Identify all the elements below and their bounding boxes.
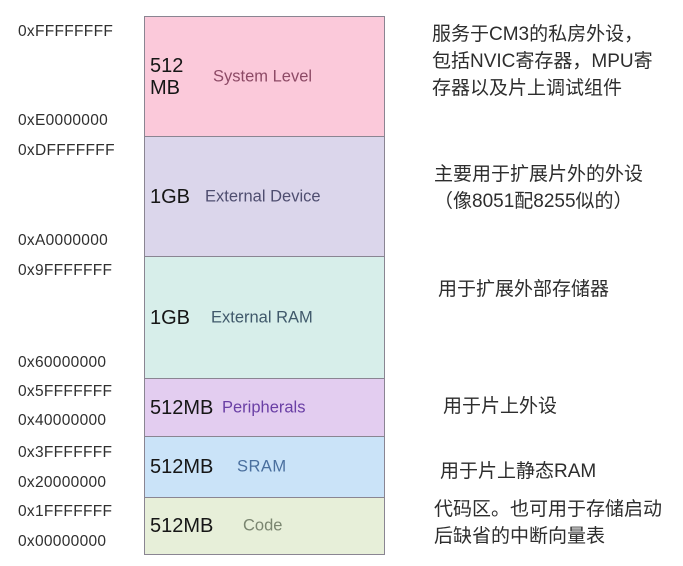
memory-region-code: 512MB Code — [145, 497, 384, 554]
region-description-external-ram: 用于扩展外部存储器 — [438, 279, 610, 300]
region-name-label: SRAM — [237, 457, 287, 476]
region-description-system-level: 服务于CM3的私房外设， 包括NVIC寄存器，MPU寄 存器以及片上调试组件 — [432, 24, 653, 99]
region-name-label: Peripherals — [222, 398, 306, 416]
memory-map-stack: 512 MB System Level 1GB External Device … — [144, 16, 385, 555]
address-label: 0x40000000 — [18, 412, 107, 429]
region-description-external-device: 主要用于扩展片外的外设 （像8051配8255似的） — [434, 164, 644, 212]
region-size-label: 1GB — [150, 306, 191, 329]
region-name-label: Code — [243, 516, 283, 535]
memory-region-external-device: 1GB External Device — [145, 136, 384, 256]
region-name-label: System Level — [213, 67, 313, 85]
region-size-label: 512MB — [150, 515, 214, 537]
memory-region-sram: 512MB SRAM — [145, 436, 384, 497]
memory-region-system-level: 512 MB System Level — [145, 17, 384, 136]
address-label: 0x00000000 — [18, 533, 107, 550]
address-label: 0x1FFFFFFF — [18, 503, 113, 520]
address-label: 0xDFFFFFFF — [18, 142, 115, 159]
memory-region-external-ram: 1GB External RAM — [145, 256, 384, 378]
address-label: 0x3FFFFFFF — [18, 444, 113, 461]
region-size-label: 1GB — [150, 185, 191, 208]
region-size-label: 512 MB — [150, 54, 184, 99]
address-label: 0xA0000000 — [18, 232, 109, 249]
region-size-label: 512MB — [150, 396, 214, 419]
region-name-label: External Device — [205, 187, 321, 205]
address-label: 0x60000000 — [18, 354, 107, 371]
region-description-code: 代码区。也可用于存储启动 后缺省的中断向量表 — [434, 499, 663, 547]
memory-region-peripherals: 512MB Peripherals — [145, 378, 384, 436]
address-label: 0xE0000000 — [18, 112, 109, 129]
address-label: 0x20000000 — [18, 474, 107, 491]
address-label: 0x9FFFFFFF — [18, 262, 113, 279]
address-label: 0xFFFFFFFF — [18, 23, 114, 40]
region-description-sram: 用于片上静态RAM — [440, 461, 597, 482]
region-name-label: External RAM — [211, 308, 313, 326]
region-description-peripherals: 用于片上外设 — [443, 396, 558, 417]
address-label: 0x5FFFFFFF — [18, 383, 113, 400]
region-size-label: 512MB — [150, 456, 214, 478]
